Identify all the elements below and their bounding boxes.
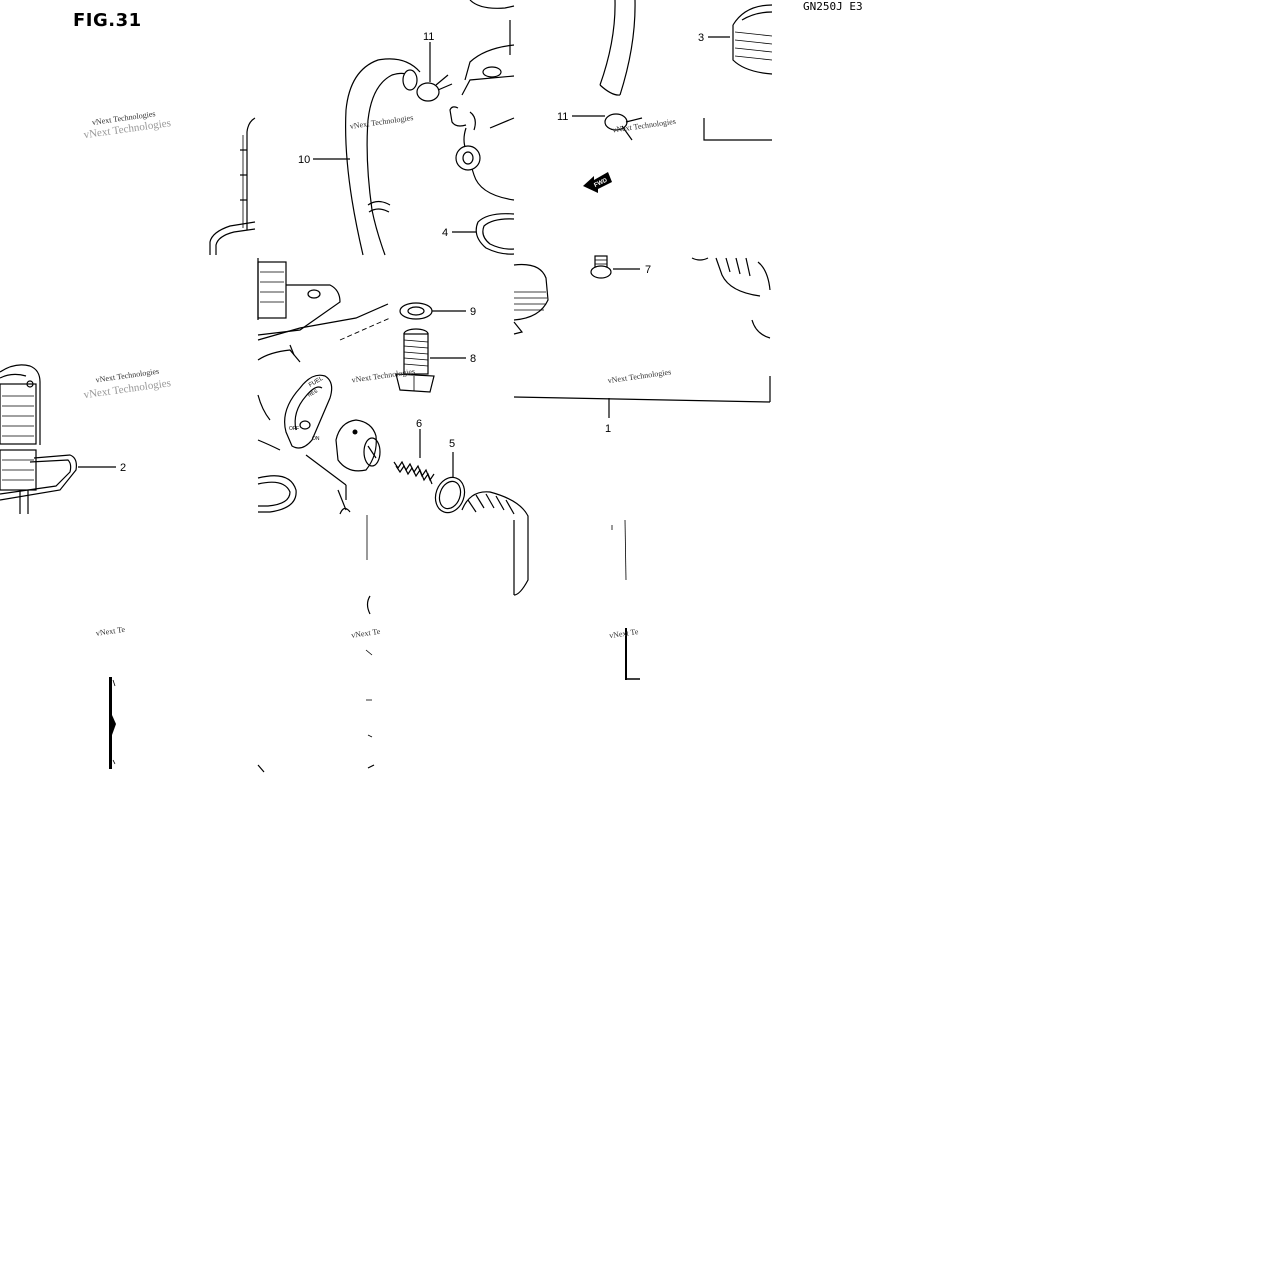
watermark-7: vNext Te	[95, 625, 126, 638]
callout-11-lower: 11	[557, 111, 605, 123]
fuel-cock-body-lower	[257, 258, 389, 451]
svg-text:4: 4	[442, 227, 448, 239]
lever-off-text: OFF	[289, 426, 299, 432]
svg-text:vNext Technologies: vNext Technologies	[349, 113, 414, 131]
assembly-bracket-1	[513, 376, 771, 418]
fuel-cock-body-upper	[449, 0, 515, 201]
bolt-8	[395, 328, 435, 393]
dashed-leader	[339, 317, 391, 341]
valve-plug	[335, 419, 381, 472]
strainer-upper-fragment	[209, 117, 256, 255]
svg-text:8: 8	[470, 353, 476, 365]
scan-fragment-left	[109, 677, 116, 769]
filler-cap-3	[732, 4, 773, 75]
svg-text:9: 9	[470, 306, 476, 318]
scan-fragment-right	[611, 519, 640, 680]
watermark-6: vNext Technologies	[607, 367, 672, 385]
fwd-label: FWD	[593, 177, 609, 188]
fuel-hose-10	[345, 58, 421, 256]
tank-mount-rubber	[691, 257, 771, 339]
svg-text:11: 11	[557, 111, 568, 123]
watermark-3: vNext Technologies	[612, 117, 677, 135]
svg-text:vNext Te: vNext Te	[609, 627, 640, 640]
svg-text:vNext Technologies: vNext Technologies	[607, 367, 672, 385]
watermark-4: vNext Technologies vNext Technologies	[83, 367, 172, 402]
svg-text:2: 2	[120, 462, 126, 474]
model-code: GN250J E3	[803, 0, 863, 13]
assembly-bracket-2	[305, 454, 347, 500]
callout-1: 1	[605, 423, 611, 435]
callout-6: 6	[416, 418, 422, 458]
callout-8: 8	[430, 353, 476, 365]
lower-fragments-center	[257, 489, 375, 773]
hose-upper-right	[599, 0, 636, 96]
watermark-2: vNext Technologies	[349, 113, 414, 131]
svg-text:1: 1	[605, 423, 611, 435]
callout-4: 4	[442, 227, 476, 239]
gasket-5	[434, 476, 466, 514]
watermark-1: vNext Technologies vNext Technologies	[83, 109, 172, 141]
svg-text:3: 3	[698, 32, 704, 44]
filter-bowl-lower	[461, 491, 529, 596]
bracket-upper-right	[703, 118, 772, 141]
hose-clip-11-upper	[416, 74, 453, 102]
callout-5: 5	[449, 438, 455, 478]
fwd-arrow: FWD	[583, 172, 612, 193]
figure-title: FIG.31	[73, 10, 142, 31]
callout-11-upper: 11	[423, 31, 434, 82]
svg-text:5: 5	[449, 438, 455, 450]
callout-2: 2	[78, 462, 126, 474]
screw-7	[590, 255, 612, 279]
svg-text:11: 11	[423, 31, 434, 43]
callout-3: 3	[698, 32, 730, 44]
svg-text:vNext Technologies: vNext Technologies	[612, 117, 677, 135]
o-ring-4	[475, 213, 515, 255]
tank-cap-lower	[513, 263, 549, 335]
svg-text:7: 7	[645, 264, 651, 276]
fuel-cock-lever: FUEL RES OFF ON	[284, 374, 333, 449]
callout-10: 10	[298, 154, 350, 166]
washer-9	[399, 302, 433, 320]
spring-6	[393, 460, 435, 485]
svg-text:vNext Te: vNext Te	[351, 627, 382, 640]
fuel-strainer-2	[0, 364, 77, 514]
lever-on-text: ON	[312, 436, 320, 442]
watermark-9: vNext Te	[609, 627, 640, 640]
hose-clip-11-lower	[604, 113, 643, 141]
svg-text:vNext Te: vNext Te	[95, 625, 126, 638]
watermark-8: vNext Te	[351, 627, 382, 640]
callout-7: 7	[613, 264, 651, 276]
callout-9: 9	[432, 306, 476, 318]
svg-text:6: 6	[416, 418, 422, 430]
svg-text:10: 10	[298, 154, 310, 166]
o-ring-lower	[257, 475, 297, 513]
lever-res-text: RES	[307, 388, 319, 399]
